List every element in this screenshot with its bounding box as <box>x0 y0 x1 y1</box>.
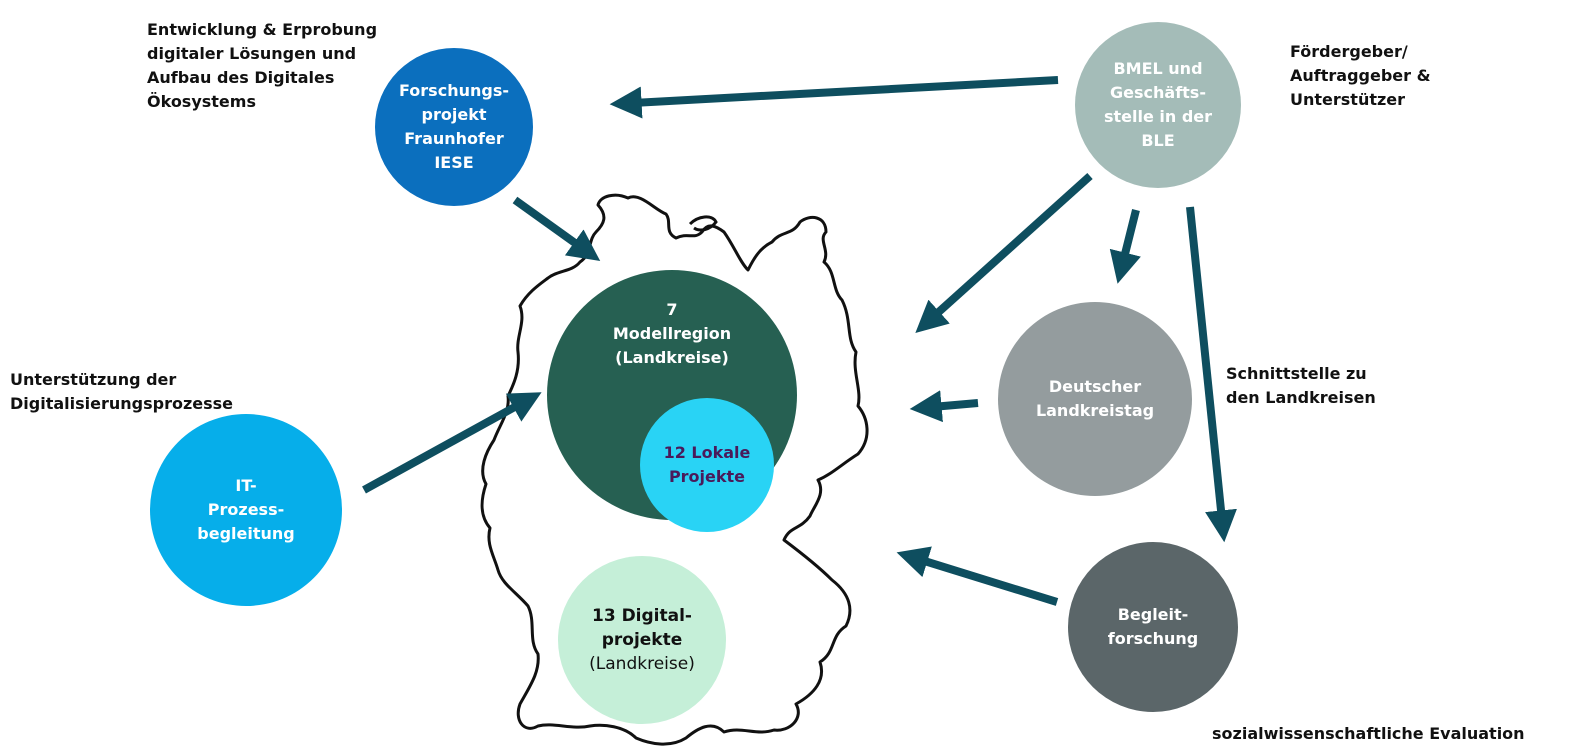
node-fraunhofer-text: Forschungs- projekt Fraunhofer IESE <box>399 81 509 172</box>
node-bmel: BMEL und Geschäfts- stelle in der BLE <box>1075 22 1241 188</box>
label-top-right: Fördergeber/ Auftraggeber & Unterstützer <box>1290 42 1431 109</box>
node-lokale-projekte-text: 12 Lokale Projekte <box>663 443 751 486</box>
arrow-fraunhofer-to-map <box>512 196 601 262</box>
node-lokale-projekte: 12 Lokale Projekte <box>640 398 774 532</box>
arrow-bmel-to-begleitforschung <box>1186 206 1237 543</box>
node-fraunhofer: Forschungs- projekt Fraunhofer IESE <box>375 48 533 206</box>
label-right: Schnittstelle zu den Landkreisen <box>1226 364 1376 407</box>
node-landkreistag: Deutscher Landkreistag <box>998 302 1192 496</box>
arrow-bmel-to-fraunhofer <box>609 76 1059 119</box>
arrow-landkreistag-to-map <box>909 390 979 423</box>
node-begleitforschung: Begleit- forschung <box>1068 542 1238 712</box>
node-digitalprojekte-subtitle: (Landkreise) <box>589 654 695 674</box>
label-top-left: Entwicklung & Erprobung digitaler Lösung… <box>147 20 378 111</box>
germany-border-path <box>480 193 869 746</box>
label-left: Unterstützung der Digitalisierungsprozes… <box>10 370 234 413</box>
label-bottom-right: sozialwissenschaftliche Evaluation <box>1212 724 1525 743</box>
arrow-bmel-to-map <box>915 173 1093 333</box>
node-digitalprojekte-title: 13 Digital- projekte <box>592 606 692 650</box>
node-it-prozessbegleitung-text: IT- Prozess- begleitung <box>197 476 295 543</box>
node-modellregion-text: 7 Modellregion (Landkreise) <box>612 300 732 367</box>
arrow-begleitforschung-to-map <box>896 546 1059 606</box>
node-digitalprojekte: 13 Digital- projekte (Landkreise) <box>558 556 726 724</box>
arrow-it-to-modellregion <box>362 392 542 494</box>
node-landkreistag-text: Deutscher Landkreistag <box>1035 377 1155 420</box>
germany-coast-detail <box>688 215 718 232</box>
node-bmel-text: BMEL und Geschäfts- stelle in der BLE <box>1103 59 1213 150</box>
node-begleitforschung-text: Begleit- forschung <box>1107 605 1199 648</box>
arrow-bmel-to-landkreistag <box>1109 209 1141 284</box>
node-it-prozessbegleitung: IT- Prozess- begleitung <box>150 414 342 606</box>
